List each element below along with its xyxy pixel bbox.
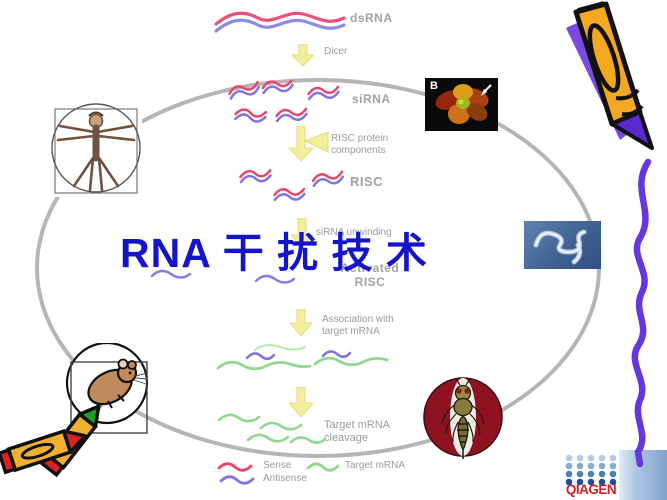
- target-mrna-legend-label: Target mRNA: [345, 460, 406, 471]
- risc-fragments-icon: [239, 169, 345, 202]
- dsrna-strands-icon: [214, 11, 346, 33]
- antisense-legend-icon: [219, 475, 255, 485]
- plant-image-label: B: [430, 80, 438, 92]
- purple-scribble-icon: [631, 158, 652, 468]
- unwinding-arrow-icon: [291, 218, 313, 248]
- qiagen-logo-text: QIAGEN: [565, 482, 617, 497]
- crayons-bottom-left-icon: [0, 404, 101, 478]
- unwound-strands-icon: [150, 269, 296, 284]
- crayon-top-right-icon: [566, 1, 654, 150]
- qiagen-dots-icon: [565, 454, 617, 486]
- dicer-arrow-icon: [292, 44, 314, 66]
- target-mrna-legend-icon: [306, 462, 340, 472]
- sense-legend-icon: [217, 462, 253, 472]
- cleavage-label: Target mRNA cleavage: [324, 419, 391, 444]
- vitruvian-man-image: [50, 100, 142, 197]
- risc-label: RISC: [350, 174, 384, 189]
- page-title: RNA 干 扰 技 术: [120, 230, 428, 276]
- cleaved-fragments-icon: [217, 413, 327, 445]
- dsrna-label: dsRNA: [350, 11, 393, 25]
- sirna-fragments-icon: [228, 80, 340, 123]
- sirna-label: siRNA: [352, 92, 391, 106]
- dicer-label: Dicer: [324, 46, 348, 57]
- qiagen-gradient-bar: [619, 450, 667, 500]
- plant-image: B: [425, 78, 498, 131]
- target-mrna-binding-icon: [216, 344, 389, 371]
- antisense-legend-label: Antisense: [263, 473, 307, 484]
- association-label: Association with target mRNA: [322, 314, 394, 337]
- risc-components-label: RISC protein components: [331, 133, 389, 156]
- activated-risc-label: Activated RISC: [340, 261, 400, 289]
- association-arrow-icon: [290, 309, 312, 336]
- risc-components-arrow-icon: [288, 126, 329, 162]
- unwinding-label: siRNA unwinding: [316, 227, 392, 238]
- cleavage-arrow-icon: [289, 387, 313, 417]
- fly-image: [420, 374, 506, 462]
- worm-image: [524, 221, 601, 269]
- sense-legend-label: Sense: [263, 460, 292, 471]
